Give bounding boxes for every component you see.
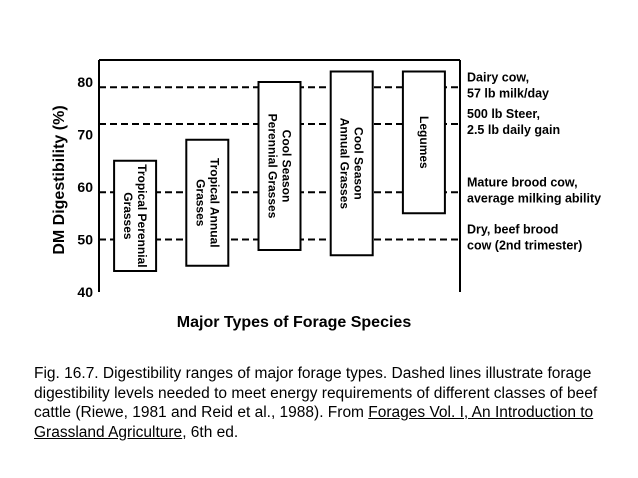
forage-bar-label-text: Legumes	[417, 116, 431, 169]
caption-edition: , 6th ed.	[182, 423, 239, 441]
forage-bar-label: Cool SeasonPerennial Grasses	[266, 114, 294, 219]
forage-bar	[185, 138, 230, 267]
caption-source-title: Forages Vol. I, An Introduction to Grass…	[34, 404, 594, 441]
forage-bar-label-text: Tropical PerennialGrasses	[121, 164, 149, 267]
forage-bar-label: Cool SeasonAnnual Grasses	[338, 118, 366, 210]
forage-bar	[401, 70, 446, 215]
forage-bars: Tropical PerennialGrasses Tropical Annual…	[113, 70, 446, 272]
plot-axes	[98, 59, 461, 292]
reference-label: Dairy cow,57 lb milk/day	[467, 70, 549, 100]
forage-bar-label-text: Cool SeasonPerennial Grasses	[266, 114, 294, 219]
y-tick-label: 60	[77, 179, 93, 195]
y-tick-labels: 40 50 60 70 80	[77, 74, 93, 300]
forage-bar	[329, 70, 374, 257]
forage-digestibility-chart: Tropical PerennialGrasses Tropical Annual…	[51, 59, 601, 331]
forage-bar	[113, 159, 158, 272]
reference-label: Mature brood cow,average milking ability	[467, 175, 601, 205]
reference-labels: Dairy cow,57 lb milk/day 500 lb Steer,2.5…	[467, 70, 601, 252]
y-tick-label: 50	[77, 232, 93, 248]
reference-label: 500 lb Steer,2.5 lb daily gain	[467, 107, 560, 137]
y-tick-label: 70	[77, 127, 93, 143]
forage-bar-label: Tropical AnnualGrasses	[193, 158, 221, 248]
y-tick-label: 40	[77, 284, 93, 300]
forage-bar-label-text: Cool SeasonAnnual Grasses	[338, 118, 366, 210]
y-tick-label: 80	[77, 74, 93, 90]
forage-bar-label-text: Tropical AnnualGrasses	[193, 158, 221, 248]
forage-bar-label: Legumes	[417, 116, 431, 169]
y-axis-label: DM Digestibility (%)	[51, 105, 68, 254]
forage-bar-label: Tropical PerennialGrasses	[121, 164, 149, 267]
figure-caption: Fig. 16.7. Digestibility ranges of major…	[34, 364, 624, 442]
caption-text: Fig. 16.7. Digestibility ranges of major…	[34, 365, 598, 421]
forage-bar	[257, 81, 302, 251]
x-axis-label: Major Types of Forage Species	[177, 314, 412, 331]
